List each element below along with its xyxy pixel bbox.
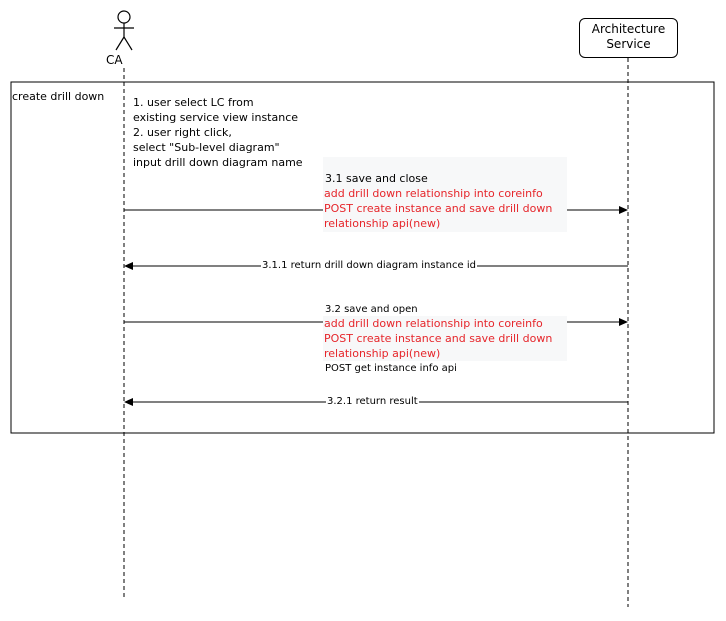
message-3-1-label: 3.1 save and close add drill down relati… xyxy=(323,157,567,232)
message-3-2-line: relationship api(new) xyxy=(324,347,441,360)
message-3-2-title: 3.2 save and open xyxy=(325,304,418,315)
step-note-line: 2. user right click, xyxy=(133,126,232,139)
step-note-line: existing service view instance xyxy=(133,111,299,124)
fragment-frame xyxy=(10,81,715,434)
participant-service-line1: Architecture xyxy=(591,22,666,36)
message-3-2-extra: POST get instance info api xyxy=(325,363,457,374)
message-3-2-line: POST create instance and save drill down xyxy=(324,332,553,345)
step-note-line: input drill down diagram name xyxy=(133,156,303,169)
step-note-line: select "Sub-level diagram" xyxy=(133,141,280,154)
message-3-1-title: 3.1 save and close xyxy=(325,172,428,185)
message-3-1-line: relationship api(new) xyxy=(324,217,441,230)
actor-icon xyxy=(114,10,134,51)
step-note-line: 1. user select LC from xyxy=(133,96,254,109)
step-notes: 1. user select LC from existing service … xyxy=(133,95,303,170)
participant-service-line2: Service xyxy=(606,37,651,51)
message-3-2-1-label: 3.2.1 return result xyxy=(326,396,419,408)
fragment-label: create drill down xyxy=(12,90,105,103)
actor-ca-label: CA xyxy=(104,53,125,68)
message-3-2-label: add drill down relationship into coreinf… xyxy=(323,316,567,361)
message-3-2-line: add drill down relationship into coreinf… xyxy=(324,317,543,330)
participant-architecture-service: Architecture Service xyxy=(579,18,678,58)
message-3-1-line: add drill down relationship into coreinf… xyxy=(324,187,543,200)
message-3-1-line: POST create instance and save drill down xyxy=(324,202,553,215)
message-3-1-1-label: 3.1.1 return drill down diagram instance… xyxy=(261,260,477,272)
